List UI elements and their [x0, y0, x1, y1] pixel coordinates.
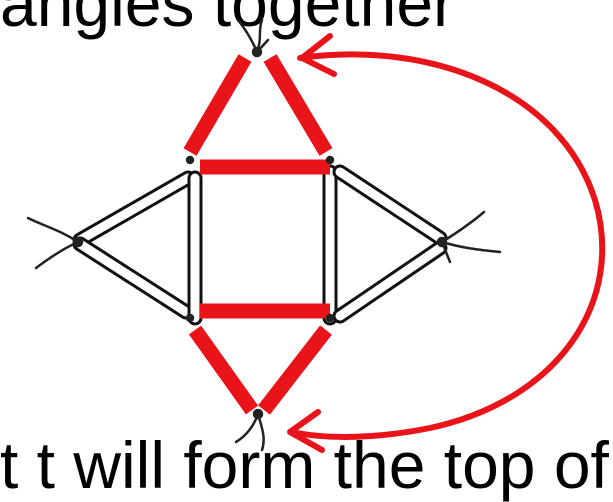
- red-straw-top-left: [190, 58, 245, 152]
- red-straw-top-right: [270, 58, 326, 152]
- tie-right: [442, 212, 500, 262]
- caption-bottom-text: t t will form the top of: [0, 432, 613, 498]
- red-straw-bottom-left: [195, 330, 252, 410]
- diagram-stage: angles together: [0, 0, 613, 472]
- tie-top: [238, 20, 268, 52]
- tie-left: [28, 218, 78, 268]
- top-triangle-red: [190, 58, 330, 167]
- right-triangle: [340, 172, 440, 316]
- square-sides: [195, 172, 330, 318]
- left-triangle: [80, 178, 188, 312]
- bottom-triangle-red: [195, 311, 330, 410]
- straw-net-diagram: [0, 0, 613, 472]
- red-straw-bottom-right: [264, 330, 326, 410]
